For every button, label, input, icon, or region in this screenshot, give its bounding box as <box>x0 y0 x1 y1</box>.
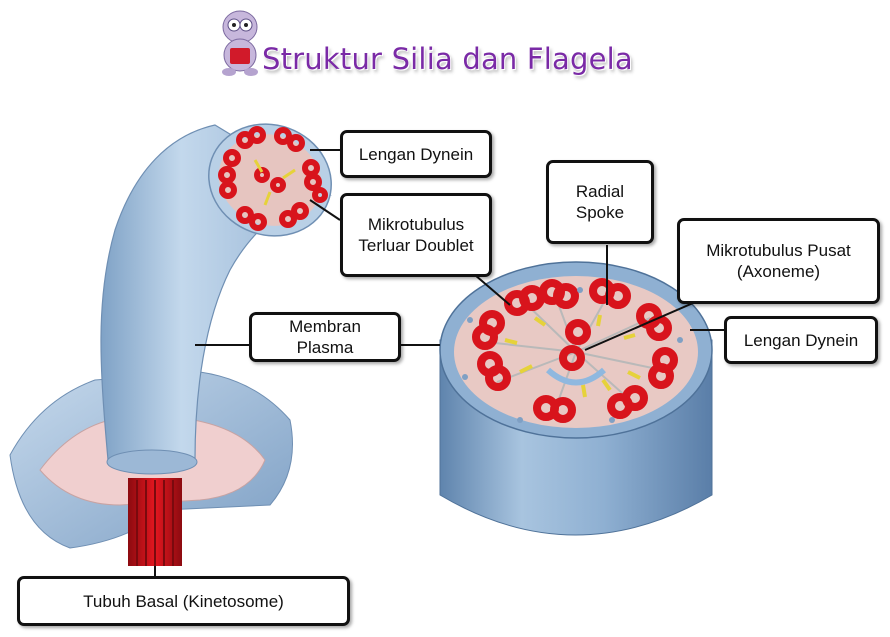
label-mikrotubulus-pusat: Mikrotubulus Pusat (Axoneme) <box>677 218 880 304</box>
label-membran-plasma: Membran Plasma <box>249 312 401 362</box>
basal-body <box>128 478 182 566</box>
label-mikrotubulus-terluar-doublet: Mikrotubulus Terluar Doublet <box>340 193 492 277</box>
label-text: Lengan Dynein <box>743 330 859 350</box>
page-title: Struktur Silia dan Flagela <box>262 42 633 76</box>
outer-doublets <box>472 278 678 423</box>
label-tubuh-basal: Tubuh Basal (Kinetosome) <box>17 576 350 626</box>
label-lengan-dynein-top: Lengan Dynein <box>340 130 492 178</box>
mascot-icon <box>215 5 265 77</box>
label-text-line1: Mikrotubulus Pusat <box>706 241 851 260</box>
central-pair <box>559 319 591 371</box>
label-text-line1: Mikrotubulus <box>367 215 465 234</box>
axoneme-cross-section <box>439 261 713 536</box>
label-text-line2: Terluar Doublet <box>358 236 474 255</box>
label-text-line2: Plasma <box>296 338 354 357</box>
label-lengan-dynein-right: Lengan Dynein <box>724 316 878 364</box>
label-text-line1: Radial <box>575 182 625 201</box>
cilium-illustration <box>9 123 332 566</box>
label-text-line2: Spoke <box>575 203 625 222</box>
cilium-microtubules <box>218 126 328 231</box>
label-text: Tubuh Basal (Kinetosome) <box>83 591 284 611</box>
label-text-line1: Membran <box>289 317 361 336</box>
label-text: Lengan Dynein <box>358 144 474 164</box>
leader-lines <box>154 149 725 578</box>
label-text-line2: (Axoneme) <box>736 262 821 281</box>
label-radial-spoke: Radial Spoke <box>546 160 654 244</box>
